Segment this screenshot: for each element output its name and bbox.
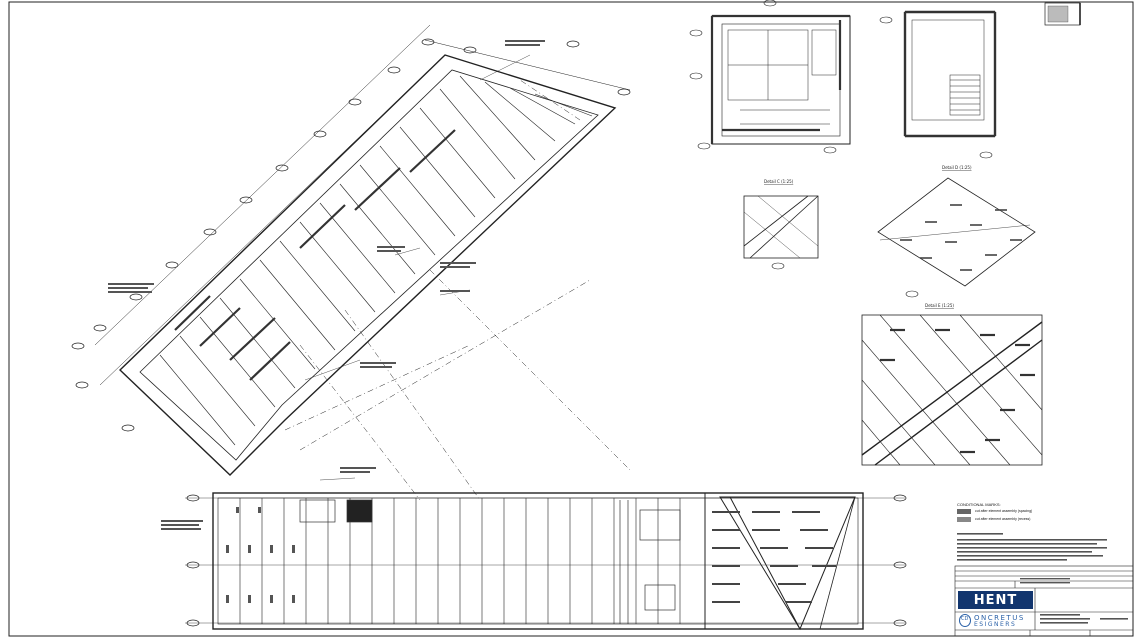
detail-d-caption: Detail D (1:25) xyxy=(942,165,972,170)
sheet-border xyxy=(8,1,1134,637)
section-detail-top xyxy=(1044,2,1081,26)
concretus-bottom-text: ESIGNERS xyxy=(974,621,1017,628)
hent-logo-text: HENT xyxy=(973,592,1018,608)
detail-c xyxy=(743,195,819,270)
concretus-logo: CD ONCRETUS ESIGNERS xyxy=(958,613,1033,629)
title-block xyxy=(954,565,1134,637)
diagonal-wing-plan xyxy=(71,24,631,501)
title-block-text xyxy=(1020,578,1128,624)
detail-c-caption: Detail C (1:25) xyxy=(764,179,794,184)
detail-d xyxy=(877,177,1036,298)
concretus-mark-icon: CD xyxy=(959,614,971,627)
legend-row-1: cut after element assembly (spacing) xyxy=(975,509,1033,513)
concretus-top-text: ONCRETUS xyxy=(974,614,1025,622)
hent-logo: HENT xyxy=(958,591,1033,609)
detail-e xyxy=(861,314,1043,466)
core-plan-b xyxy=(879,10,997,159)
legend-heading: CONDITIONAL MARKS: xyxy=(957,502,1001,507)
horizontal-wing-plan xyxy=(185,492,907,631)
detail-e-caption: Detail E (1:25) xyxy=(925,303,954,308)
legend xyxy=(957,509,1107,561)
legend-row-2: cut after element assembly (recess) xyxy=(975,517,1031,521)
concretus-mark-text: CD xyxy=(961,616,969,622)
core-plan-a xyxy=(689,0,851,154)
